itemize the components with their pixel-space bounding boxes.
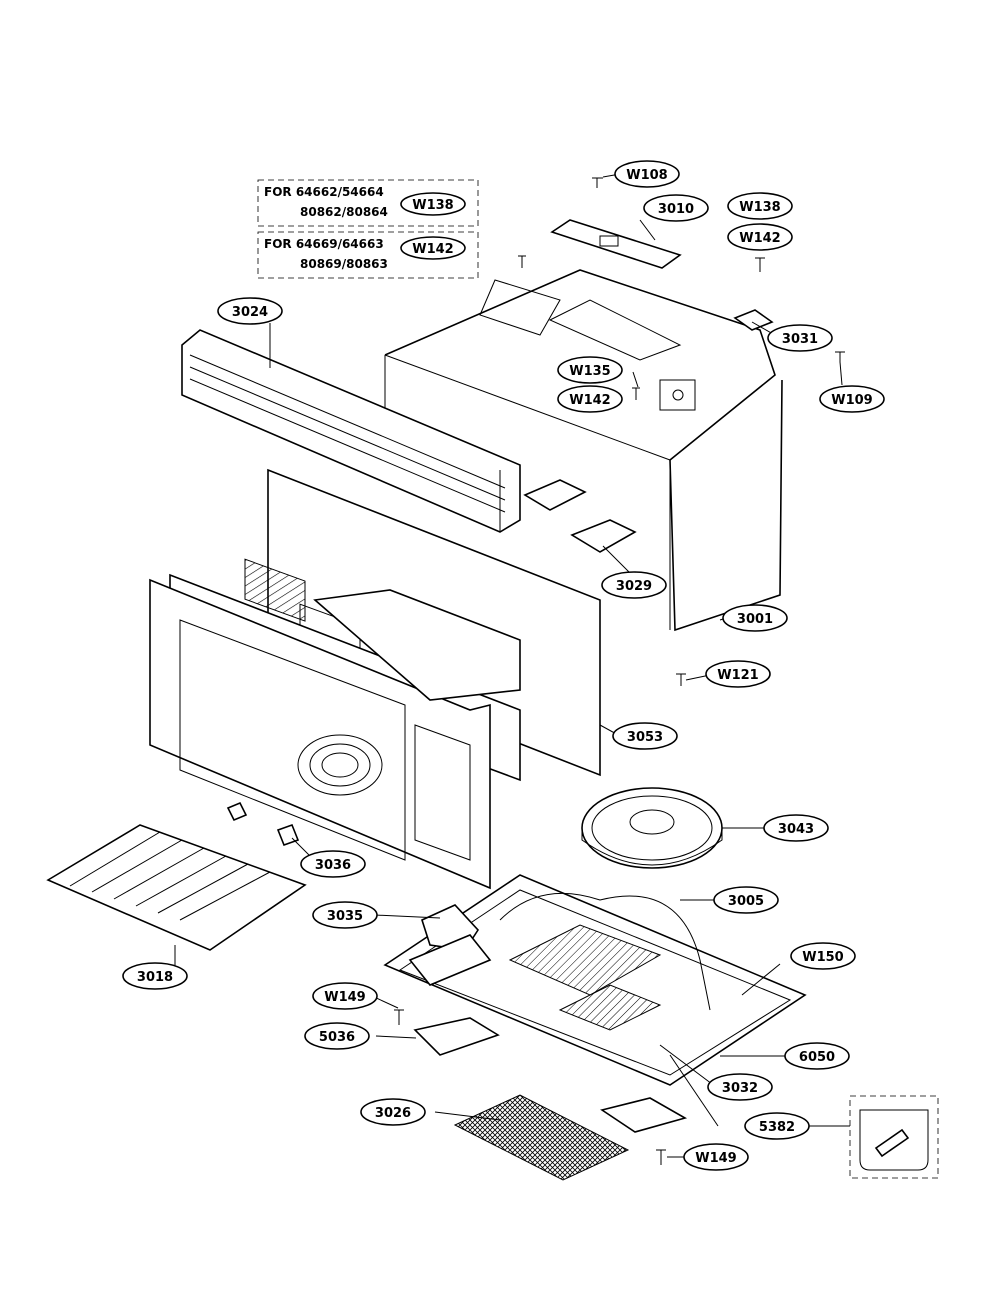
callout-3032-text: 3032 [722,1081,758,1096]
callout-3005: 3005 [713,886,779,914]
callout-3035: 3035 [312,901,378,929]
callout-w142-top-text: W142 [739,231,780,246]
callout-3005-text: 3005 [728,894,764,909]
callout-w142-top: W142 [727,223,793,251]
callout-5036-text: 5036 [319,1030,355,1045]
screw-w149-a [394,1009,404,1025]
callout-w149-a-text: W149 [324,990,365,1005]
callout-3043-text: 3043 [778,822,814,837]
callout-3001: 3001 [722,604,788,632]
callout-3036: 3036 [300,850,366,878]
callout-w109: W109 [819,385,885,413]
callout-3029-text: 3029 [616,579,652,594]
callout-w138: W138 [727,192,793,220]
callout-5382-text: 5382 [759,1120,795,1135]
coupler-3036 [226,801,300,847]
screw-case-top [518,255,526,268]
note-1-line1: FOR 64662/54664 [264,185,384,199]
callout-3036-text: 3036 [315,858,351,873]
note-1-part: W138 [412,198,453,213]
bracket-3010 [550,219,682,269]
callout-w121: W121 [705,660,771,688]
turntable-3043 [581,787,723,869]
note-1-line2: 80862/80864 [300,205,388,219]
callout-w108: W108 [614,160,680,188]
callout-w142-mid: W142 [557,385,623,413]
oven-cavity-3053 [149,468,601,890]
callout-w149-b-text: W149 [695,1151,736,1166]
vent-grille-3024 [181,329,521,533]
screw-w121 [676,673,686,686]
callout-3010-text: 3010 [658,202,694,217]
callout-w135: W135 [557,356,623,384]
note-2-part: W142 [412,242,453,257]
hardware-bag-5382 [849,1095,939,1179]
callout-6050: 6050 [784,1042,850,1070]
callout-3010: 3010 [643,194,709,222]
callout-w108-text: W108 [626,168,667,183]
motor-3035 [408,904,492,986]
callout-3026-text: 3026 [375,1106,411,1121]
rack-3018 [46,824,307,951]
callout-3024: 3024 [217,297,283,325]
callout-3018: 3018 [122,962,188,990]
charcoal-filter-3026 [453,1094,630,1181]
callout-w135-text: W135 [569,364,610,379]
filter-5036 [413,1017,688,1133]
screw-w108 [592,177,603,188]
callout-3031-text: 3031 [782,332,818,347]
callout-3031: 3031 [767,324,833,352]
callout-3026: 3026 [360,1098,426,1126]
bracket-3029 [523,479,637,553]
callout-w142-mid-text: W142 [569,393,610,408]
callout-w121-text: W121 [717,668,758,683]
callout-3032: 3032 [707,1073,773,1101]
callout-5036: 5036 [304,1022,370,1050]
callout-3018-text: 3018 [137,970,173,985]
screw-w109 [835,351,845,362]
callout-w138-text: W138 [739,200,780,215]
callout-3053-text: 3053 [627,730,663,745]
callout-3053: 3053 [612,722,678,750]
screw-w142-top [755,257,765,272]
leader-lines [174,173,850,1158]
note-2-line2: 80869/80863 [300,257,388,271]
screw-w142-mid [632,387,640,400]
callout-5382: 5382 [744,1112,810,1140]
callout-w150-text: W150 [802,950,843,965]
callout-3029: 3029 [601,571,667,599]
callout-w149-b: W149 [683,1143,749,1171]
callout-w150: W150 [790,942,856,970]
callout-6050-text: 6050 [799,1050,835,1065]
callout-3024-text: 3024 [232,305,268,320]
outer-case-3001 [384,269,783,632]
callout-3001-text: 3001 [737,612,773,627]
callout-w149-a: W149 [312,982,378,1010]
callout-3035-text: 3035 [327,909,363,924]
callout-3043: 3043 [763,814,829,842]
clip-3031 [733,309,774,331]
note-2-line1: FOR 64669/64663 [264,237,384,251]
model-note-1: FOR 64662/54664 80862/80864 W138 [257,179,479,227]
screw-w149-b [656,1149,666,1165]
callout-w109-text: W109 [831,393,872,408]
base-plate-6050 [383,874,807,1086]
model-note-2: FOR 64669/64663 80869/80863 W142 [257,231,479,279]
